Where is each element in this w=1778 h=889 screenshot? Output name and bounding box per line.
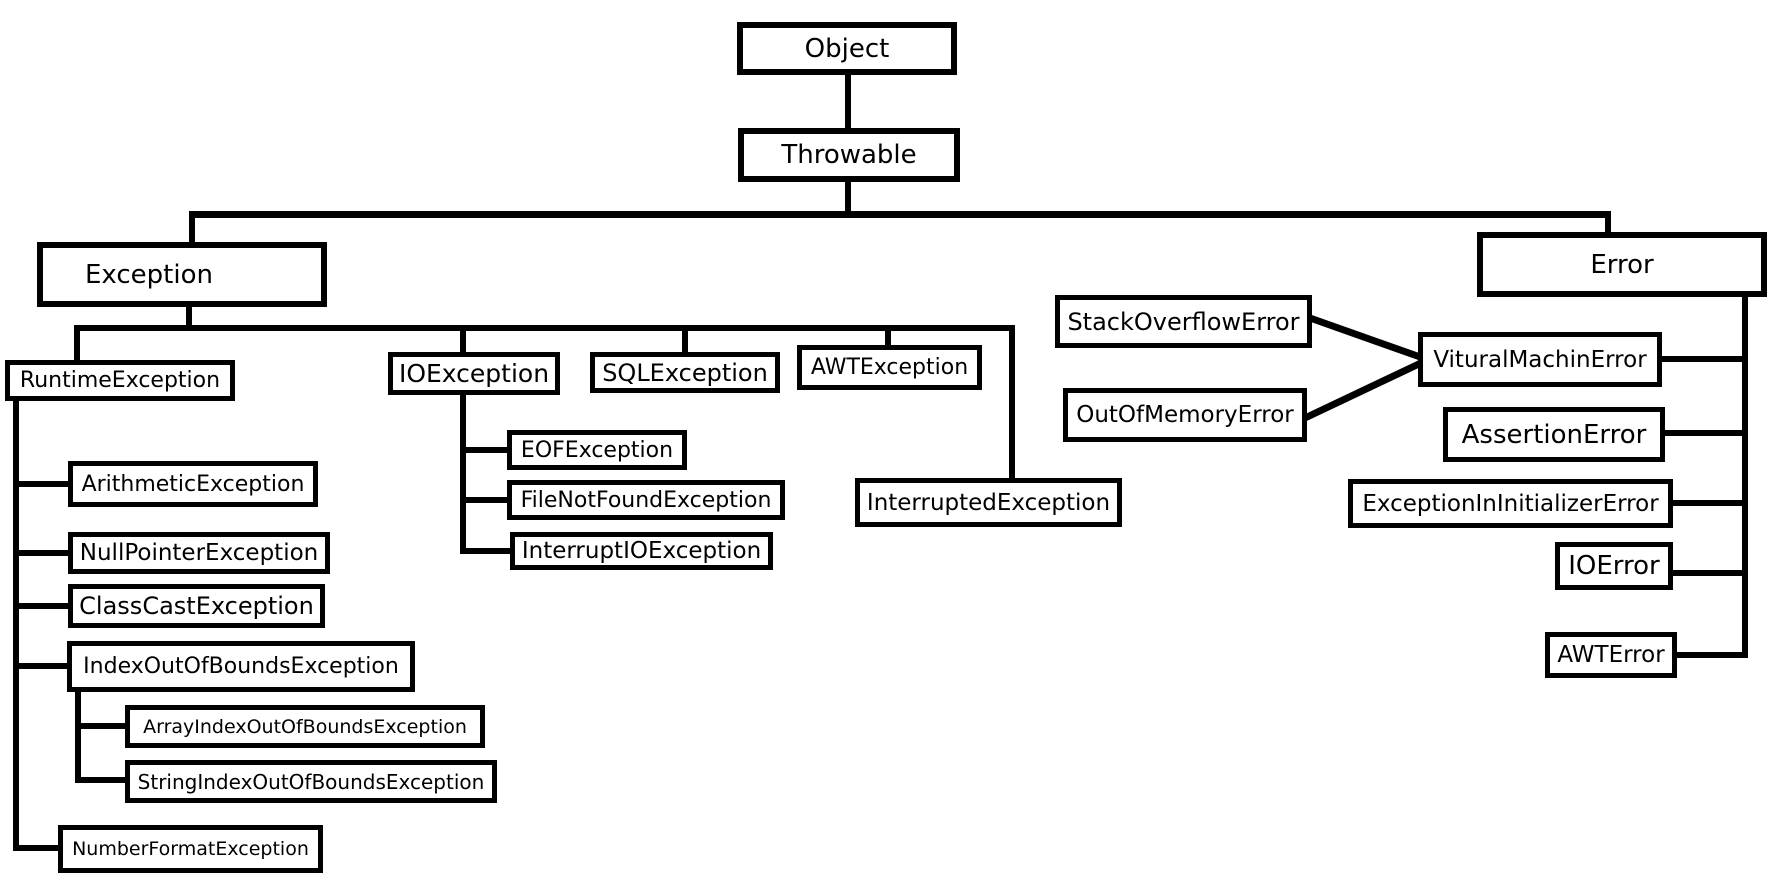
node-stringindexoutofboundsexception: StringIndexOutOfBoundsException bbox=[125, 760, 497, 803]
node-eofexception: EOFException bbox=[507, 430, 687, 470]
connector-to-indexoutofboundsexception bbox=[13, 663, 67, 669]
node-ioerror: IOError bbox=[1555, 542, 1673, 590]
connector-to-ioexception bbox=[460, 325, 466, 352]
connector-exception-stub bbox=[186, 307, 192, 331]
node-arrayindexoutofboundsexception: ArrayIndexOutOfBoundsException bbox=[125, 705, 485, 748]
node-ioexception: IOException bbox=[388, 352, 560, 395]
connector-to-runtimeexception bbox=[74, 325, 80, 360]
connector-to-exceptionininitializererror bbox=[1673, 500, 1742, 506]
node-interruptioexception: InterruptIOException bbox=[510, 532, 773, 570]
connector-error-children-vline bbox=[1742, 297, 1748, 658]
connector-runtime-children-vline bbox=[13, 401, 19, 851]
connector-object-throwable bbox=[845, 75, 851, 128]
connector-to-numberformatexception bbox=[13, 845, 58, 851]
connector-to-exception bbox=[189, 211, 195, 242]
connector-to-arithmeticexception bbox=[13, 481, 68, 487]
node-object: Object bbox=[737, 22, 957, 75]
node-exceptionininitializererror: ExceptionInInitializerError bbox=[1348, 479, 1673, 528]
node-nullpointerexception: NullPointerException bbox=[68, 532, 330, 574]
connector-to-eofexception bbox=[460, 447, 507, 453]
node-interruptedexception: InterruptedException bbox=[855, 478, 1122, 527]
connector-to-interruptioexception bbox=[460, 548, 510, 554]
node-runtimeexception: RuntimeException bbox=[5, 360, 235, 401]
connector-to-ioerror bbox=[1673, 570, 1742, 576]
node-sqlexception: SQLException bbox=[590, 352, 780, 393]
node-classcastexception: ClassCastException bbox=[68, 584, 325, 628]
node-indexoutofboundsexception: IndexOutOfBoundsException bbox=[67, 641, 415, 692]
connector-to-nullpointerexception bbox=[13, 550, 68, 556]
node-exception: Exception bbox=[37, 242, 327, 307]
connector-to-vituralmachinerror bbox=[1662, 356, 1742, 362]
connector-indexoob-children-vline bbox=[75, 692, 81, 783]
node-awtexception: AWTException bbox=[797, 345, 982, 390]
connector-to-sqlexception bbox=[682, 325, 688, 352]
node-stackoverflowerror: StackOverflowError bbox=[1055, 295, 1312, 348]
connector-to-awterror bbox=[1677, 652, 1742, 658]
connector-throwable-children-hline bbox=[189, 211, 1611, 218]
node-throwable: Throwable bbox=[738, 128, 960, 182]
connector-stackoverflowerror-vituralmachinerror bbox=[1308, 314, 1425, 362]
node-numberformatexception: NumberFormatException bbox=[58, 825, 323, 873]
connector-exception-children-hline bbox=[74, 325, 1015, 331]
connector-to-interruptedexception bbox=[1009, 325, 1015, 478]
connector-to-filenotfoundexception bbox=[460, 497, 507, 503]
connector-to-stringindexoob bbox=[75, 777, 125, 783]
connector-outofmemoryerror-vituralmachinerror bbox=[1303, 358, 1425, 422]
node-vituralmachinerror: VituralMachinError bbox=[1418, 332, 1662, 387]
node-error: Error bbox=[1477, 232, 1767, 297]
connector-to-error bbox=[1605, 211, 1611, 232]
connector-to-arrayindexoob bbox=[75, 723, 125, 729]
connector-to-assertionerror bbox=[1665, 430, 1742, 436]
node-assertionerror: AssertionError bbox=[1443, 407, 1665, 462]
node-filenotfoundexception: FileNotFoundException bbox=[507, 480, 785, 520]
node-awterror: AWTError bbox=[1545, 632, 1677, 678]
connector-ioexception-children-vline bbox=[460, 395, 466, 554]
node-outofmemoryerror: OutOfMemoryError bbox=[1063, 388, 1307, 442]
connector-throwable-stub bbox=[845, 182, 851, 215]
connector-to-awtexception bbox=[885, 325, 891, 345]
connector-to-classcastexception bbox=[13, 603, 68, 609]
node-arithmeticexception: ArithmeticException bbox=[68, 461, 318, 507]
